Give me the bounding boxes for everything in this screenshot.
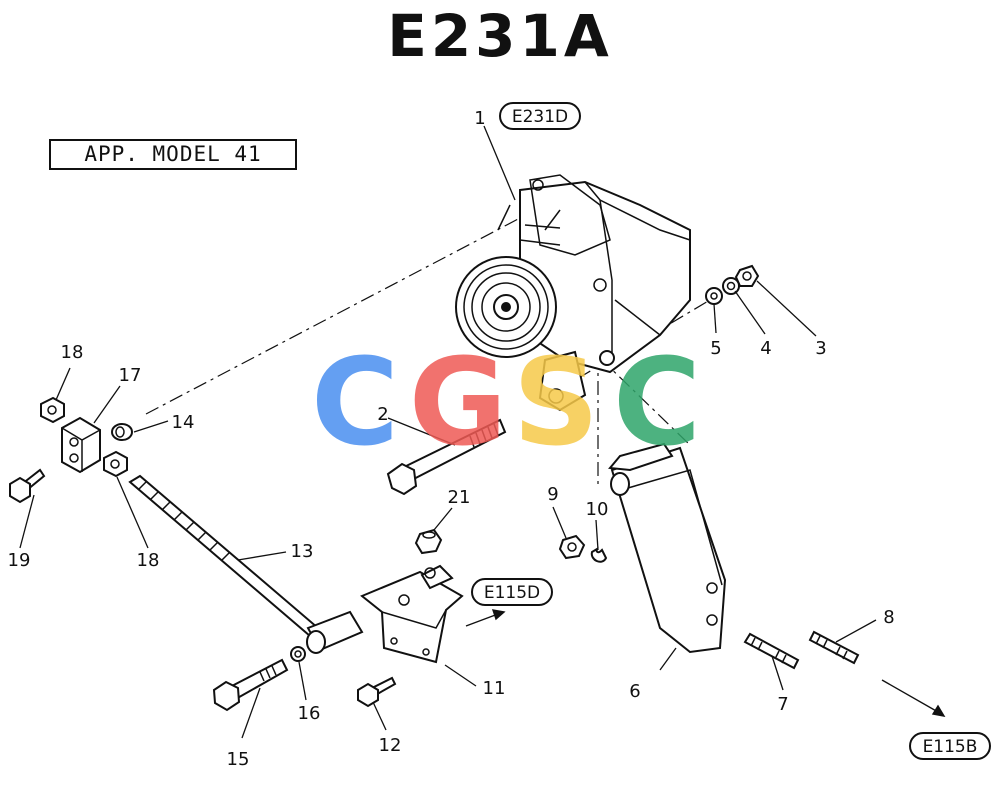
watermark-letter-1: C	[311, 334, 399, 473]
block-part-17	[61, 416, 101, 474]
ref-capsule-alternator: E231D	[499, 102, 581, 130]
washer-part-16	[290, 646, 306, 662]
stud-part-7	[743, 632, 800, 670]
bolt-part-15	[212, 658, 289, 712]
flat-washer-part-5	[705, 287, 723, 305]
callout-21: 21	[448, 487, 471, 508]
callout-19: 19	[8, 550, 31, 571]
callout-2: 2	[377, 404, 388, 425]
callout-6: 6	[629, 681, 640, 702]
leader-lines	[19, 125, 877, 739]
stud-part-8	[808, 630, 860, 665]
watermark-letter-2: G	[409, 334, 508, 473]
adjusting-rod-part-13	[128, 474, 364, 654]
clip-part-10	[590, 546, 608, 563]
callout-11: 11	[483, 678, 506, 699]
nut-part-18-upper	[40, 396, 65, 424]
callout-3: 3	[815, 338, 826, 359]
callout-10: 10	[586, 499, 609, 520]
ref-capsule-studs: E115B	[909, 732, 991, 760]
nut-part-21	[414, 528, 443, 555]
lock-washer-part-4	[722, 277, 740, 295]
callout-1: 1	[474, 108, 485, 129]
nut-part-18-lower	[103, 450, 128, 478]
callout-8: 8	[883, 607, 894, 628]
callout-18-lower: 18	[137, 550, 160, 571]
callout-9: 9	[547, 484, 558, 505]
watermark-cgsc: C G S C	[311, 334, 701, 473]
reference-arrows	[465, 609, 946, 717]
bolt-part-12	[357, 676, 397, 708]
callout-12: 12	[379, 735, 402, 756]
ref-label-bracket: E115D	[484, 583, 540, 603]
callout-18-upper: 18	[61, 342, 84, 363]
ref-label-studs: E115B	[923, 737, 978, 757]
callout-17: 17	[119, 365, 142, 386]
callout-5: 5	[710, 338, 721, 359]
bolt-part-2	[386, 418, 507, 496]
ref-capsule-bracket: E115D	[471, 578, 553, 606]
watermark-letter-4: C	[613, 334, 701, 473]
callout-7: 7	[777, 694, 788, 715]
callout-14: 14	[172, 412, 195, 433]
callout-16: 16	[298, 703, 321, 724]
model-label-box: APP. MODEL 41	[49, 139, 297, 170]
diagram-title: E231A	[387, 2, 613, 70]
callout-15: 15	[227, 749, 250, 770]
callout-13: 13	[291, 541, 314, 562]
callout-4: 4	[760, 338, 771, 359]
callout-numbers: 1 2 3 4 5 6 7 8 9 10 11 12 13 14 15 16 1…	[8, 108, 895, 770]
nut-part-9	[558, 534, 586, 560]
bracket-part-6	[608, 442, 727, 654]
watermark-letter-3: S	[513, 334, 599, 473]
nut-part-3	[734, 264, 760, 287]
alternator-part-1	[455, 174, 691, 412]
nut-part-14	[111, 423, 133, 441]
ref-label-alternator: E231D	[512, 107, 568, 127]
bracket-part-11	[360, 564, 464, 664]
bolt-part-19	[9, 468, 46, 504]
